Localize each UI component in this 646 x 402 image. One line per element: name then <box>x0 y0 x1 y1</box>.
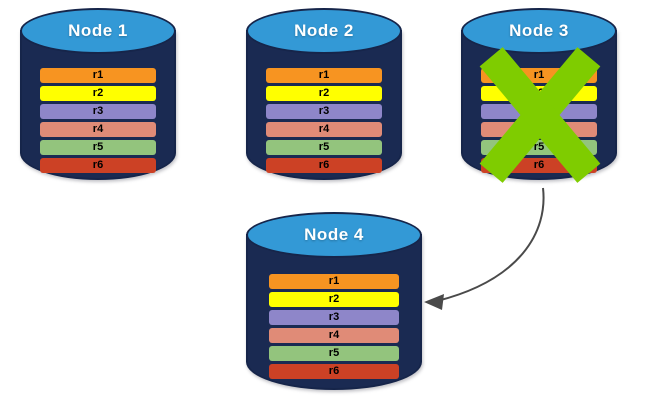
record-bar-r2[interactable]: r2 <box>40 86 156 101</box>
record-bar-r6[interactable]: r6 <box>481 158 597 173</box>
record-bar-r2[interactable]: r2 <box>266 86 382 101</box>
node-cylinder-node3[interactable]: Node 3 r1 r2 r3 r4 r5 r6 <box>461 8 617 180</box>
node-cylinder-node4[interactable]: Node 4 r1 r2 r3 r4 r5 r6 <box>246 212 422 390</box>
record-bar-r1[interactable]: r1 <box>40 68 156 83</box>
node3-to-node4-arrow <box>424 187 545 310</box>
record-bar-r5[interactable]: r5 <box>481 140 597 155</box>
record-bar-r3[interactable]: r3 <box>266 104 382 119</box>
record-bar-r5[interactable]: r5 <box>40 140 156 155</box>
cylinder-top-ellipse <box>246 8 402 54</box>
arrow-curve <box>436 187 545 302</box>
node-cylinder-node1[interactable]: Node 1 r1 r2 r3 r4 r5 r6 <box>20 8 176 180</box>
record-bar-r4[interactable]: r4 <box>40 122 156 137</box>
node-cylinder-node2[interactable]: Node 2 r1 r2 r3 r4 r5 r6 <box>246 8 402 180</box>
cylinder-top-ellipse <box>461 8 617 54</box>
record-bar-r3[interactable]: r3 <box>481 104 597 119</box>
record-bar-r5[interactable]: r5 <box>268 346 400 361</box>
cylinder-top-ellipse <box>246 212 422 258</box>
record-bar-r1[interactable]: r1 <box>266 68 382 83</box>
record-bar-r4[interactable]: r4 <box>268 328 400 343</box>
record-bar-r2[interactable]: r2 <box>481 86 597 101</box>
record-bar-r4[interactable]: r4 <box>266 122 382 137</box>
arrow-head-icon <box>424 294 444 310</box>
record-bar-r6[interactable]: r6 <box>266 158 382 173</box>
record-list: r1 r2 r3 r4 r5 r6 <box>268 274 400 379</box>
record-list: r1 r2 r3 r4 r5 r6 <box>40 68 156 173</box>
record-bar-r6[interactable]: r6 <box>40 158 156 173</box>
record-bar-r4[interactable]: r4 <box>481 122 597 137</box>
record-bar-r6[interactable]: r6 <box>268 364 400 379</box>
record-list: r1 r2 r3 r4 r5 r6 <box>266 68 382 173</box>
record-bar-r3[interactable]: r3 <box>40 104 156 119</box>
cylinder-top-ellipse <box>20 8 176 54</box>
record-bar-r3[interactable]: r3 <box>268 310 400 325</box>
record-bar-r5[interactable]: r5 <box>266 140 382 155</box>
record-bar-r1[interactable]: r1 <box>481 68 597 83</box>
record-bar-r1[interactable]: r1 <box>268 274 400 289</box>
record-bar-r2[interactable]: r2 <box>268 292 400 307</box>
record-list: r1 r2 r3 r4 r5 r6 <box>481 68 597 173</box>
